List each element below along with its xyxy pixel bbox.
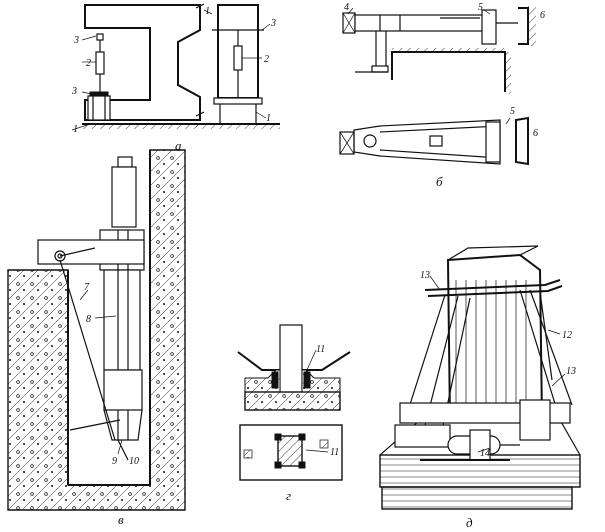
label-v-10: 10 [129, 456, 139, 467]
label-a-1: 1 [73, 124, 78, 135]
panel-b: 4 5 6 5 6 б [339, 2, 545, 189]
label-d-13-right: 13 [566, 366, 576, 377]
panel-d: 13 12 13 14 д [379, 245, 581, 530]
label-a-2: 2 [86, 58, 91, 69]
beam-section [84, 4, 201, 121]
label-g-11-top: 11 [316, 344, 325, 355]
label-a-3-right: 3 [270, 18, 276, 29]
caption-b: б [436, 174, 443, 189]
label-v-8: 8 [86, 314, 91, 325]
label-d-12: 12 [562, 330, 572, 341]
caption-v: в [118, 512, 124, 527]
label-a-3-top: 3 [73, 35, 79, 46]
panel-a: 1 2 3 3 1 1 2 3 а [71, 3, 280, 153]
caption-d: д [466, 515, 473, 530]
label-a-3-bottom: 3 [71, 86, 77, 97]
label-b-5-top: 5 [478, 2, 483, 13]
label-a-1-right: 1 [266, 113, 271, 124]
label-b-4: 4 [344, 2, 349, 13]
label-b-6-top: 6 [540, 10, 545, 21]
label-g-11-bottom: 11 [330, 447, 339, 458]
label-v-7: 7 [84, 282, 90, 293]
panel-v: 7 8 9 10 в [7, 149, 186, 527]
panel-g: 11 11 г [237, 324, 351, 503]
label-a-1-top: 1 [205, 6, 210, 17]
caption-g: г [286, 488, 291, 503]
label-v-9: 9 [112, 456, 117, 467]
label-d-14: 14 [480, 448, 490, 459]
label-d-13-top: 13 [420, 270, 430, 281]
label-b-6-bottom: 6 [533, 128, 538, 139]
caption-a: а [175, 138, 182, 153]
label-b-5-bottom: 5 [510, 106, 515, 117]
label-a-2-right: 2 [264, 54, 269, 65]
